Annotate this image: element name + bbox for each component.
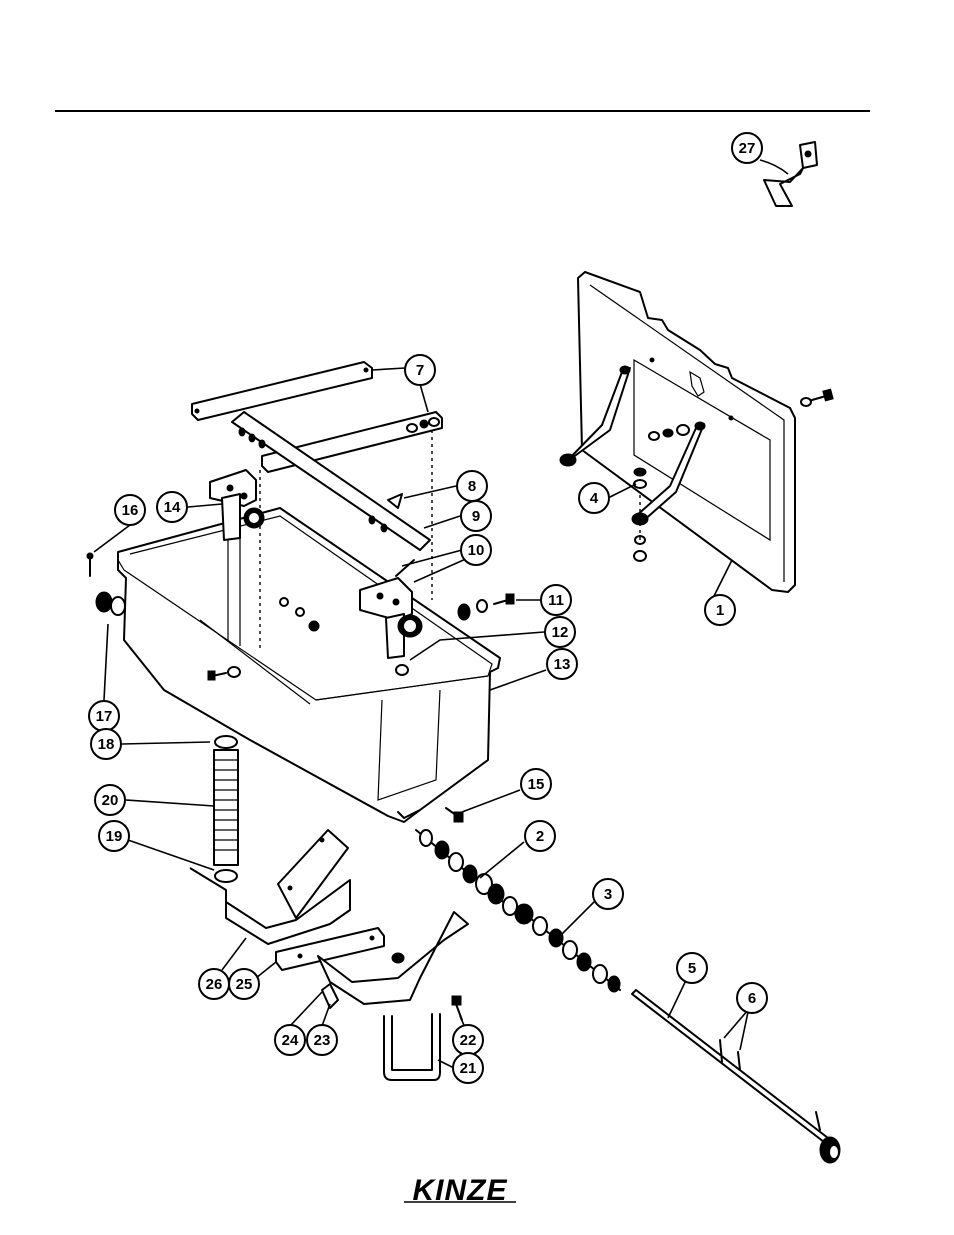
part-2-shaft [416, 830, 520, 916]
callout-15: 15 [521, 769, 551, 799]
part-1-lid [560, 272, 833, 592]
callout-5-label: 5 [688, 960, 696, 977]
part-27-bracket [764, 142, 817, 206]
callout-10: 10 [461, 535, 491, 565]
callout-8-label: 8 [468, 478, 476, 495]
callout-21: 21 [453, 1053, 483, 1083]
callout-18-label: 18 [98, 736, 115, 753]
kinze-logo: KINZE [404, 1174, 516, 1207]
part-21-u-bolt [384, 1014, 440, 1080]
part-11-bolt-set [458, 594, 514, 620]
part-7-support-bars [192, 362, 442, 472]
callout-24: 24 [275, 1025, 305, 1055]
callout-6-label: 6 [748, 990, 756, 1007]
callout-16-label: 16 [122, 502, 139, 519]
callout-16: 16 [115, 495, 145, 525]
callout-25-label: 25 [236, 976, 253, 993]
callout-3-label: 3 [604, 886, 612, 903]
part-5-rod [632, 990, 840, 1163]
callout-26: 26 [199, 969, 229, 999]
callout-15-label: 15 [528, 776, 545, 793]
callout-27: 27 [732, 133, 762, 163]
callout-1: 1 [705, 595, 735, 625]
callout-19-label: 19 [106, 828, 123, 845]
part-16-cotter-pin [87, 553, 93, 576]
callout-23-label: 23 [314, 1032, 331, 1049]
callout-13: 13 [547, 649, 577, 679]
part-17-knob [96, 592, 125, 615]
callout-17-label: 17 [96, 708, 113, 725]
callout-14: 14 [157, 492, 187, 522]
callout-3: 3 [593, 879, 623, 909]
callout-6: 6 [737, 983, 767, 1013]
callout-10-label: 10 [468, 542, 485, 559]
callout-22: 22 [453, 1025, 483, 1055]
part-15-bolt [446, 808, 463, 822]
callout-18: 18 [91, 729, 121, 759]
callout-1-label: 1 [716, 602, 724, 619]
callout-2: 2 [525, 821, 555, 851]
callout-26-label: 26 [206, 976, 223, 993]
part-24-bracket [318, 912, 468, 1008]
part-3-shaft [515, 904, 620, 992]
callout-25: 25 [229, 969, 259, 999]
callout-12: 12 [545, 617, 575, 647]
callout-17: 17 [89, 701, 119, 731]
callout-20-label: 20 [102, 792, 119, 809]
callout-5: 5 [677, 953, 707, 983]
callout-19: 19 [99, 821, 129, 851]
callout-4-label: 4 [590, 490, 599, 507]
callout-7: 7 [405, 355, 435, 385]
callout-11-label: 11 [548, 592, 564, 609]
callout-14-label: 14 [164, 499, 181, 516]
callout-12-label: 12 [552, 624, 569, 641]
callout-23: 23 [307, 1025, 337, 1055]
callout-2-label: 2 [536, 828, 544, 845]
callout-8: 8 [457, 471, 487, 501]
callout-13-label: 13 [554, 656, 571, 673]
callout-11: 11 [541, 585, 571, 615]
callout-7-label: 7 [416, 362, 424, 379]
callout-9-label: 9 [472, 508, 480, 525]
callout-20: 20 [95, 785, 125, 815]
callout-21-label: 21 [460, 1060, 477, 1077]
callout-24-label: 24 [282, 1032, 299, 1049]
callout-27-label: 27 [739, 140, 756, 157]
part-20-seed-tube [214, 736, 238, 882]
callout-4: 4 [579, 483, 609, 513]
callout-22-label: 22 [460, 1032, 477, 1049]
callout-9: 9 [461, 501, 491, 531]
